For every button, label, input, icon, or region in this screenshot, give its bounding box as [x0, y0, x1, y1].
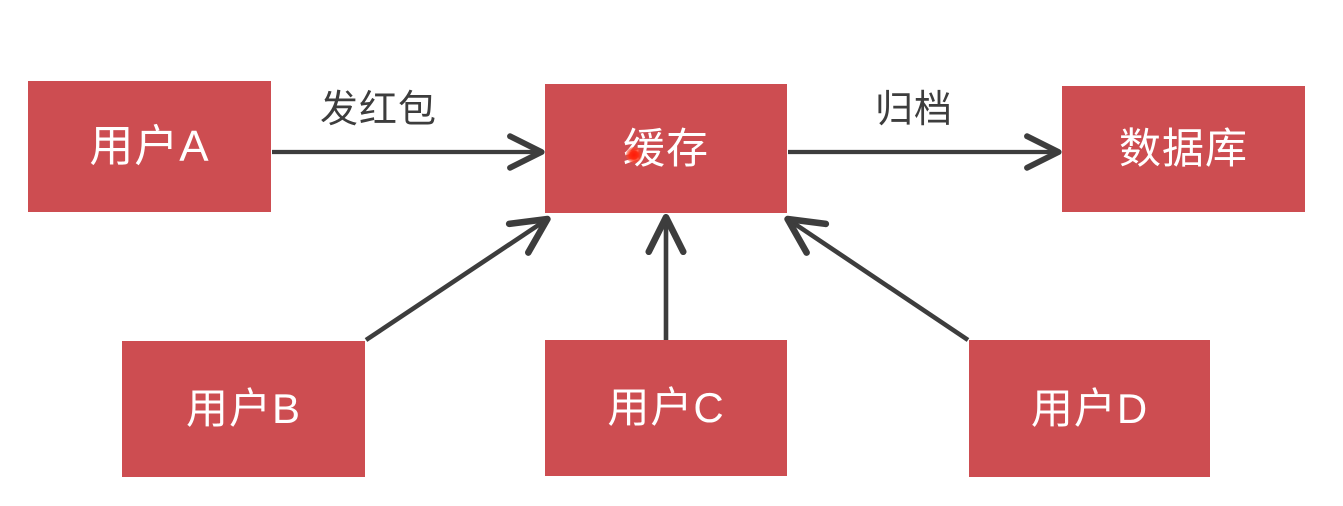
node-cache-label: 缓存 — [622, 124, 709, 172]
node-user-b-label: 用户B — [185, 385, 301, 432]
node-user-b[interactable]: 用户B — [122, 341, 365, 477]
node-user-a[interactable]: 用户A — [28, 81, 271, 212]
node-user-c[interactable]: 用户C — [545, 340, 787, 476]
edge-label-archive: 归档 — [875, 89, 954, 131]
node-database[interactable]: 数据库 — [1062, 86, 1305, 212]
node-user-c-label: 用户C — [607, 384, 725, 431]
edge-user-d-to-cache — [784, 215, 970, 342]
edge-user-b-to-cache — [364, 215, 551, 342]
node-cache[interactable]: 缓存 — [545, 84, 787, 213]
node-user-d-label: 用户D — [1030, 384, 1149, 432]
edge-label-send-red-packet: 发红包 — [320, 89, 438, 131]
node-database-label: 数据库 — [1118, 125, 1248, 172]
node-user-a-label: 用户A — [89, 121, 210, 171]
node-user-d[interactable]: 用户D — [969, 340, 1210, 477]
